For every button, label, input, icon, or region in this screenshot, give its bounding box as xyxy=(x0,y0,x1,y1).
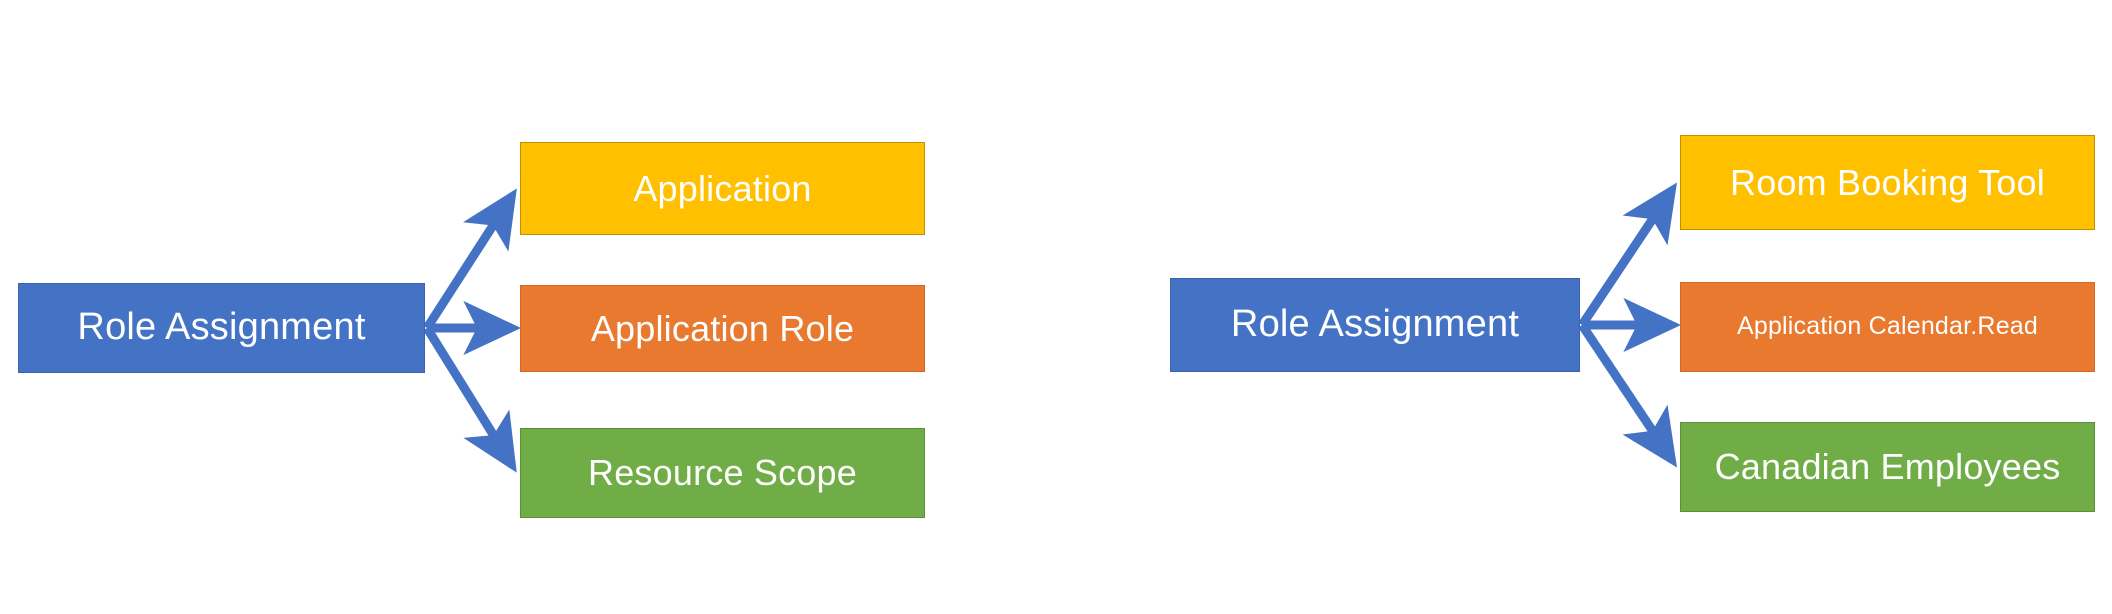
node-role-assignment-generic[interactable]: Role Assignment xyxy=(18,283,425,373)
edge-role-assignment-to-resource-scope xyxy=(423,325,517,473)
node-canadian-employees[interactable]: Canadian Employees xyxy=(1680,422,2095,512)
node-label: Application Role xyxy=(590,307,855,349)
edge-role-assignment-to-application xyxy=(423,188,517,331)
node-role-assignment-example[interactable]: Role Assignment xyxy=(1170,278,1580,372)
node-label: Application Calendar.Read xyxy=(1736,312,2039,341)
node-label: Role Assignment xyxy=(77,306,366,349)
node-application-role[interactable]: Application Role xyxy=(520,285,925,372)
node-room-booking-tool[interactable]: Room Booking Tool xyxy=(1680,135,2095,230)
node-label: Resource Scope xyxy=(588,452,857,494)
node-label: Role Assignment xyxy=(1230,303,1520,346)
node-resource-scope[interactable]: Resource Scope xyxy=(520,428,925,518)
node-label: Room Booking Tool xyxy=(1730,161,2045,203)
node-application-calendar-read[interactable]: Application Calendar.Read xyxy=(1680,282,2095,372)
node-label: Application xyxy=(633,167,812,209)
node-application[interactable]: Application xyxy=(520,142,925,235)
edge-role-assignment-to-room-booking-tool xyxy=(1578,182,1677,328)
node-label: Canadian Employees xyxy=(1714,446,2061,488)
edge-role-assignment-to-canadian-employees xyxy=(1578,322,1677,468)
